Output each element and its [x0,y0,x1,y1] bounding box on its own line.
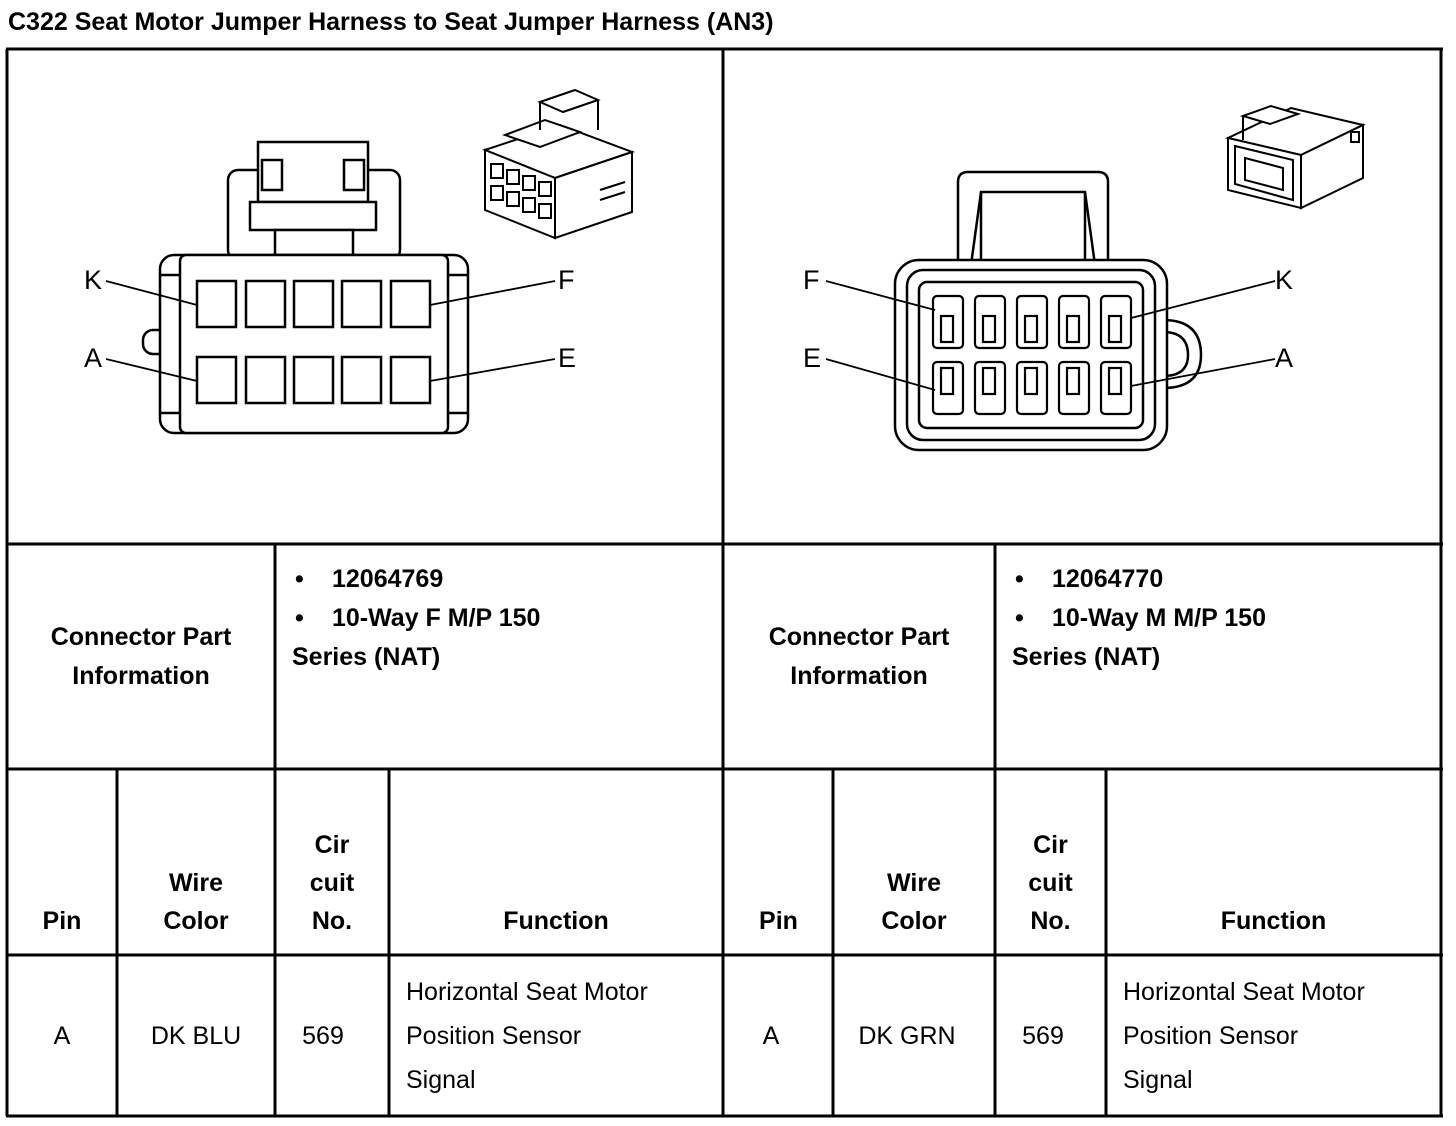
right-pins-top [931,294,1133,350]
left-label-f: F [558,265,575,295]
left-label-k: K [84,265,102,295]
right-row-wire-color: DK GRN [858,1022,956,1050]
right-pins-bottom [931,360,1133,416]
left-header-pin: Pin [42,907,82,935]
left-part-number: •12064769 [295,565,444,593]
left-part-series: Series (NAT) [292,643,441,671]
left-row-wire-color: DK BLU [150,1022,242,1050]
right-part-number: •12064770 [1015,565,1164,593]
left-label-a: A [84,343,102,373]
left-connector-illustration: K A F E [84,88,635,435]
left-row-circuit: 569 [302,1022,344,1050]
left-part-description: •10-Way F M/P 150 [295,604,541,632]
right-part-description: •10-Way M M/P 150 [1015,604,1266,632]
right-header-function: Function [1220,907,1327,935]
right-connector-thumbnail [1224,104,1366,210]
right-label-a: A [1275,343,1293,373]
right-label-k: K [1275,265,1293,295]
right-label-f: F [803,265,820,295]
page-title: C322 Seat Motor Jumper Harness to Seat J… [8,8,774,36]
right-row-pin: A [762,1022,780,1050]
right-header-pin: Pin [759,907,798,935]
right-part-series: Series (NAT) [1012,643,1161,671]
right-row-function: Horizontal Seat Motor Position Sensor Si… [1123,978,1365,1094]
left-connector-part-label: Connector Part Information [50,623,232,690]
left-part-info: •12064769 •10-Way F M/P 150 Series (NAT) [292,560,540,677]
right-connector-illustration: F E K A [803,104,1366,452]
right-row-circuit: 569 [1022,1022,1064,1050]
left-label-e: E [558,343,576,373]
right-part-info: •12064770 •10-Way M M/P 150 Series (NAT) [1012,560,1266,677]
right-connector-part-label: Connector Part Information [768,623,950,690]
left-connector-thumbnail [482,88,635,240]
left-row-function: Horizontal Seat Motor Position Sensor Si… [406,978,648,1094]
left-header-function: Function [503,907,609,935]
left-row-pin: A [53,1022,71,1050]
right-label-e: E [803,343,821,373]
